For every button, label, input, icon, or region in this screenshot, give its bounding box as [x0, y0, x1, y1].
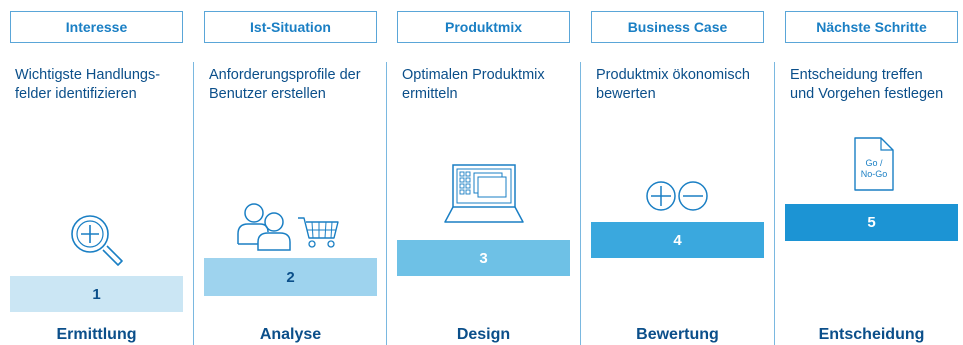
tab-produktmix[interactable]: Produktmix: [397, 11, 570, 43]
stage-label-analyse: Analyse: [259, 326, 322, 343]
step-number: 5: [867, 214, 876, 231]
go-nogo-label: Go / No-Go: [853, 158, 895, 180]
laptop-icon: [443, 162, 525, 226]
description-ist-situation: Anforderungsprofile der Benutzer erstell…: [209, 66, 361, 104]
description-line: felder identifizieren: [15, 86, 137, 102]
go-text: Go /: [865, 158, 883, 168]
description-business-case: Produktmix ökonomisch bewerten: [596, 66, 750, 104]
description-line: Produktmix ökonomisch: [596, 67, 750, 83]
tab-business-case[interactable]: Business Case: [591, 11, 764, 43]
description-line: bewerten: [596, 86, 656, 102]
column-produktmix: Produktmix Optimalen Produktmix ermittel…: [397, 0, 570, 345]
description-line: Anforderungsprofile der: [209, 67, 361, 83]
description-line: Wichtigste Handlungs-: [15, 67, 161, 83]
description-line: Benutzer erstellen: [209, 86, 326, 102]
users-cart-icon: [234, 200, 344, 252]
description-line: Entscheidung treffen: [790, 67, 923, 83]
tab-naechste-schritte[interactable]: Nächste Schritte: [785, 11, 958, 43]
description-naechste-schritte: Entscheidung treffen und Vorgehen festle…: [790, 66, 943, 104]
step-bar-5: 5: [785, 204, 958, 241]
tab-ist-situation[interactable]: Ist-Situation: [204, 11, 377, 43]
step-bar-3: 3: [397, 240, 570, 276]
description-line: ermitteln: [402, 86, 458, 102]
column-ist-situation: Ist-Situation Anforderungsprofile der Be…: [204, 0, 377, 345]
step-bar-4: 4: [591, 222, 764, 258]
column-divider: [774, 62, 775, 345]
plus-minus-icon: [645, 180, 711, 212]
description-interesse: Wichtigste Handlungs- felder identifizie…: [15, 66, 160, 104]
column-divider: [580, 62, 581, 345]
stage-label-design: Design: [456, 326, 511, 343]
step-bar-1: 1: [10, 276, 183, 312]
no-go-text: No-Go: [860, 169, 888, 179]
step-number: 1: [92, 285, 101, 303]
step-bar-2: 2: [204, 258, 377, 296]
step-number: 3: [479, 249, 488, 267]
description-line: und Vorgehen festlegen: [790, 86, 944, 102]
stage-label-entscheidung: Entscheidung: [818, 326, 925, 343]
step-number: 2: [286, 268, 295, 286]
column-divider: [193, 62, 194, 345]
column-divider: [386, 62, 387, 345]
magnifier-plus-icon: [66, 210, 126, 270]
column-naechste-schritte: Nächste Schritte Entscheidung treffen un…: [785, 0, 958, 345]
step-number: 4: [673, 231, 682, 249]
stage-label-ermittlung: Ermittlung: [56, 326, 137, 343]
go-nogo-document-icon: Go / No-Go: [853, 136, 895, 192]
description-produktmix: Optimalen Produktmix ermitteln: [402, 66, 545, 104]
column-interesse: Interesse Wichtigste Handlungs- felder i…: [10, 0, 183, 345]
tab-interesse[interactable]: Interesse: [10, 11, 183, 43]
stage-label-bewertung: Bewertung: [636, 326, 719, 343]
description-line: Optimalen Produktmix: [402, 67, 545, 83]
column-business-case: Business Case Produktmix ökonomisch bewe…: [591, 0, 764, 345]
